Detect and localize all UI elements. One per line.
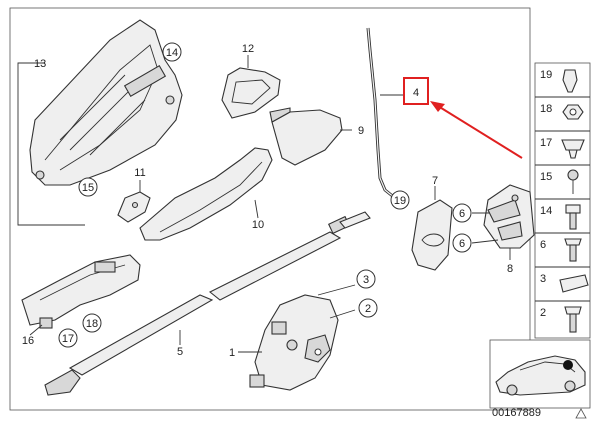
svg-text:6: 6 [459,208,465,220]
sidebar-label-2: 2 [540,307,546,319]
callout-9: 9 [358,125,364,137]
sidebar-label-14: 14 [540,205,552,217]
callout-6-upper: 6 [452,203,472,223]
callout-3: 3 [356,269,376,289]
sidebar-label-6: 6 [540,239,546,251]
svg-text:15: 15 [82,182,94,194]
svg-text:6: 6 [459,238,465,250]
location-marker [563,360,573,370]
sidebar-label-15: 15 [540,171,552,183]
part-16-lever-assembly [21,254,141,336]
svg-text:19: 19 [394,195,406,207]
sidebar-grommet-icon [559,274,589,293]
callout-12: 12 [242,43,254,55]
svg-text:3: 3 [363,274,369,286]
sidebar-clip17-icon [561,139,585,159]
part-13-handle-carrier [17,19,183,226]
callout-10: 10 [252,219,264,231]
svg-text:2: 2 [365,303,371,315]
part-11-bracket [117,180,151,223]
sidebar-label-19: 19 [540,69,552,81]
sidebar-parts-column: 19 18 17 15 14 6 3 2 [534,62,591,339]
part-10-outer-handle [139,147,273,241]
callout-18: 18 [82,313,102,333]
part-1-lock [238,284,356,391]
highlight-arrow [430,101,523,159]
sidebar-clip-icon [562,69,578,93]
callout-4-highlight: 4 [403,77,429,105]
svg-text:14: 14 [166,47,178,59]
callout-8: 8 [507,263,513,275]
callout-7: 7 [432,175,438,187]
part-5-rod [44,211,371,396]
callout-5: 5 [177,346,183,358]
callout-2: 2 [358,298,378,318]
callout-17: 17 [58,328,78,348]
part-4-rod [366,27,405,200]
callout-4: 4 [413,87,419,99]
part-8-hinge [471,184,535,260]
callout-19: 19 [390,190,410,210]
part-12-bezel [221,55,281,119]
sidebar-bolt-icon [565,204,581,214]
svg-text:18: 18 [86,318,98,330]
highlight-box [403,77,429,105]
part-9-cap [269,107,352,166]
svg-text:17: 17 [62,333,74,345]
sidebar-label-18: 18 [540,103,552,115]
callout-15: 15 [78,177,98,197]
sidebar-washer-icon [567,169,579,181]
sidebar-screw-icon [564,238,582,246]
callout-1: 1 [229,347,235,359]
part-7-striker-plate [411,186,453,271]
callout-13: 13 [34,58,46,70]
callout-16: 16 [22,335,34,347]
warning-triangle-icon [575,408,587,419]
callout-14: 14 [162,42,182,62]
sidebar-screw2-icon [564,306,582,315]
callout-6-lower: 6 [452,233,472,253]
reference-number: 00167889 [492,407,541,419]
callout-11: 11 [134,167,145,179]
car-thumbnail [489,339,591,409]
sidebar-label-3: 3 [540,273,546,285]
sidebar-label-17: 17 [540,137,552,149]
